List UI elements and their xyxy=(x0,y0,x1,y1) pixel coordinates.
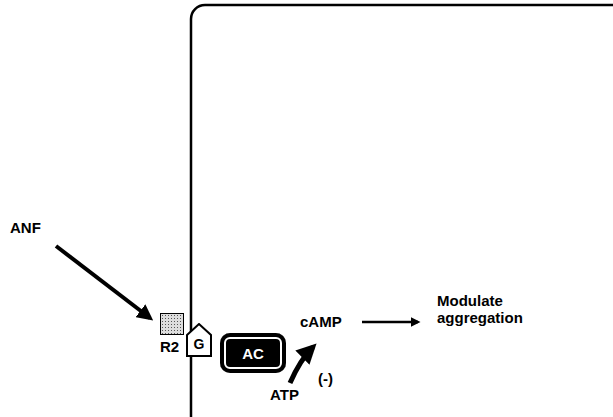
signal-label: ANF xyxy=(10,219,41,236)
enzyme-box: AC xyxy=(220,333,286,373)
g-protein-name: G xyxy=(185,336,213,352)
receptor-pattern xyxy=(160,313,184,335)
receptor-box: R2 xyxy=(160,313,188,355)
effect-label: Modulate aggregation xyxy=(437,292,527,326)
g-protein-shape: G xyxy=(185,323,213,357)
receptor-name: R2 xyxy=(160,338,188,355)
anf-arrow xyxy=(56,246,150,318)
messenger-label: cAMP xyxy=(300,313,342,330)
atp-camp-arrow xyxy=(290,347,313,383)
substrate-label: ATP xyxy=(270,386,299,403)
sign-label: (-) xyxy=(318,370,333,387)
cell-outline xyxy=(191,5,613,417)
camp-arrow xyxy=(362,321,418,324)
enzyme-name: AC xyxy=(242,345,264,362)
